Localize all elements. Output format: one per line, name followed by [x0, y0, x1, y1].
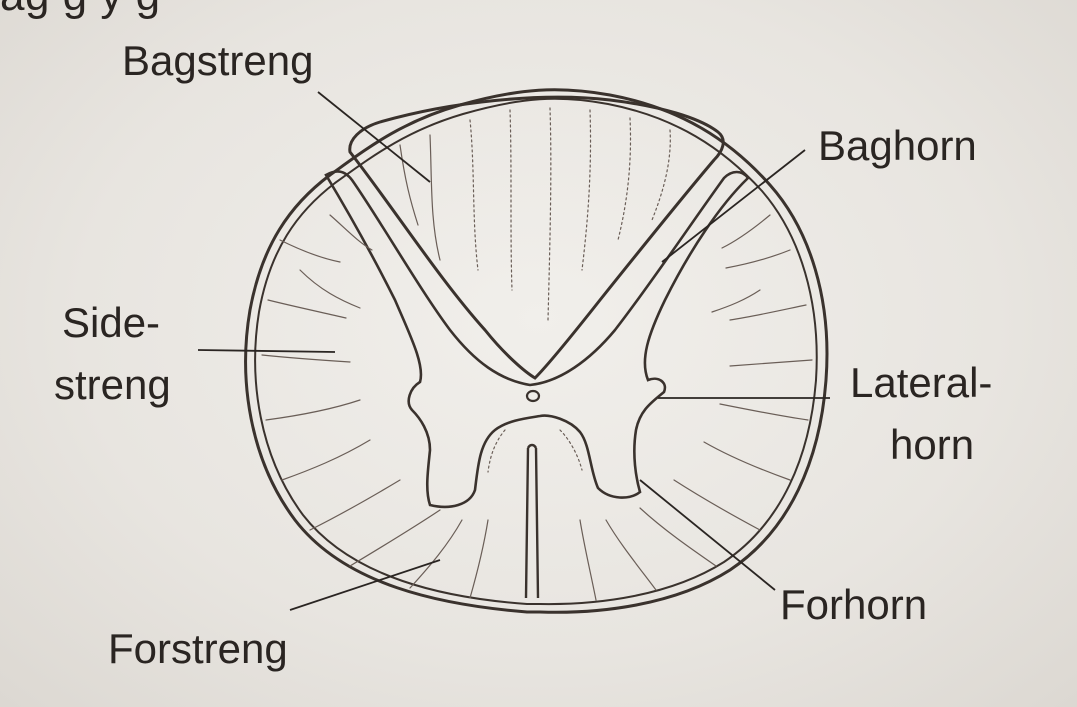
label-forstreng: Forstreng: [108, 624, 288, 674]
leader-sidestreng: [198, 350, 335, 352]
anterior-median-fissure: [526, 445, 538, 598]
label-sidestreng-line1: Side-: [62, 298, 160, 348]
leader-baghorn: [662, 150, 805, 262]
posterior-column-outline: [350, 97, 723, 378]
leader-bagstreng: [318, 92, 430, 182]
label-sidestreng-line2: streng: [54, 360, 171, 410]
leader-lines: [198, 92, 830, 610]
label-baghorn: Baghorn: [818, 121, 977, 171]
central-canal: [527, 391, 539, 401]
label-bagstreng: Bagstreng: [122, 36, 313, 86]
label-lateralhorn-line2: horn: [890, 420, 974, 470]
label-lateralhorn-line1: Lateral-: [850, 358, 992, 408]
label-forhorn: Forhorn: [780, 580, 927, 630]
